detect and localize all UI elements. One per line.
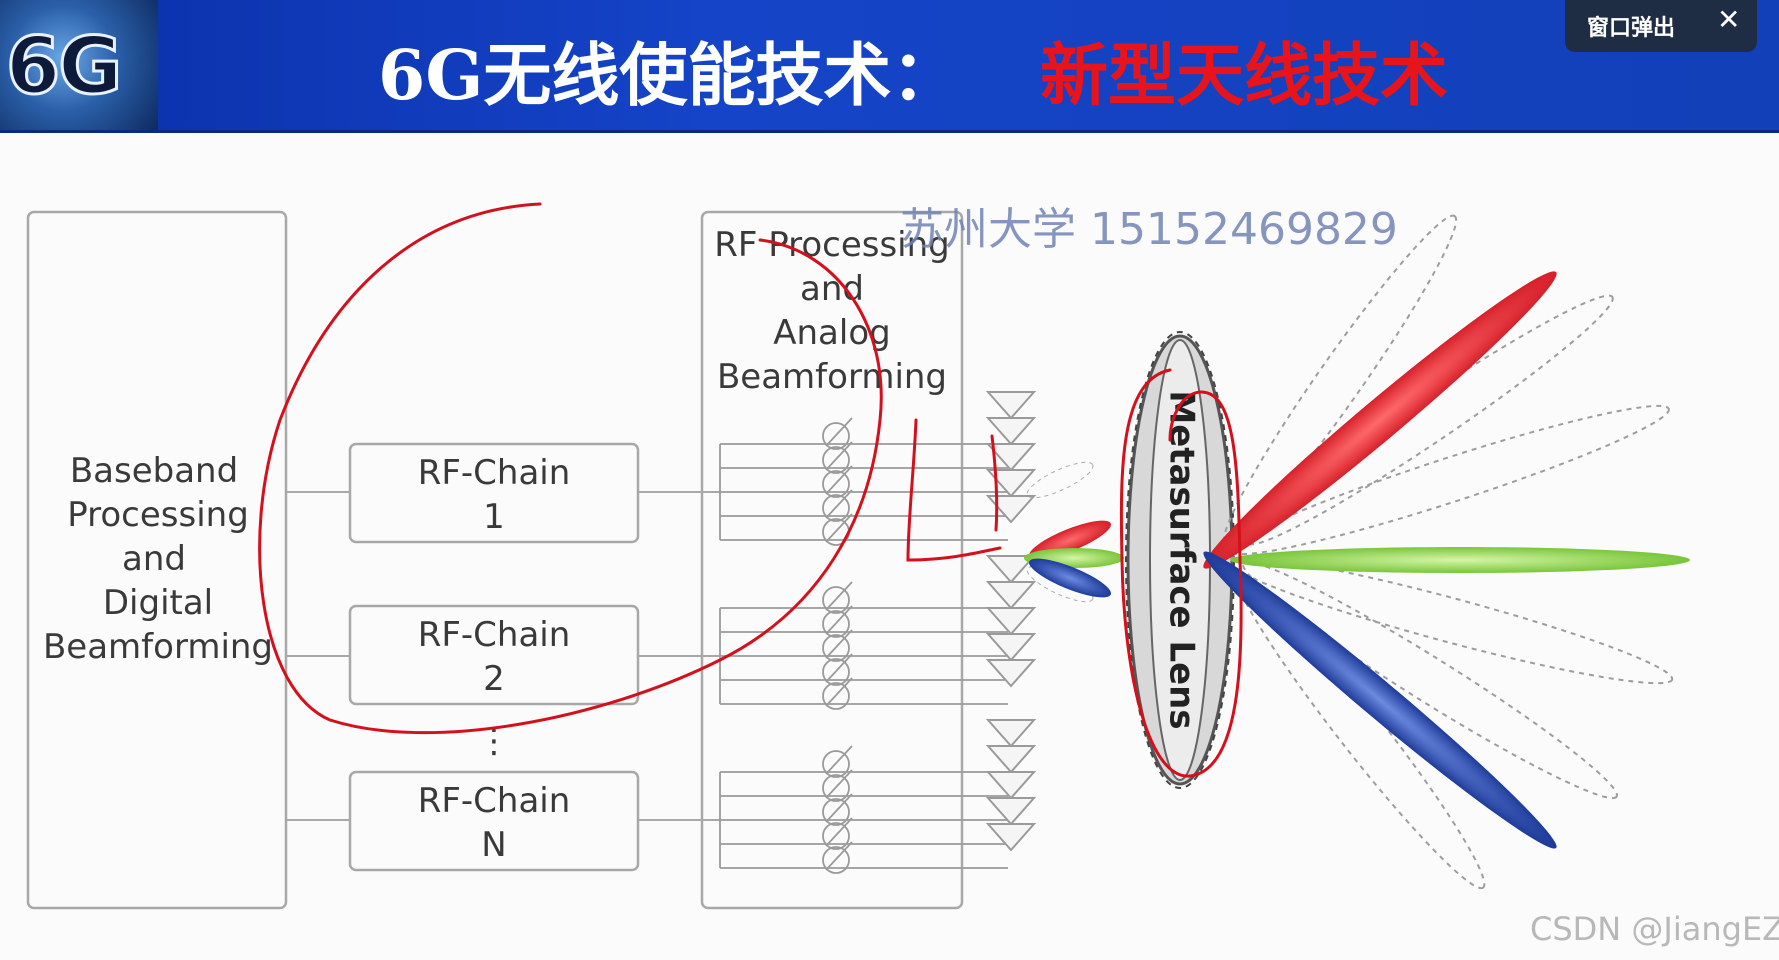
logo-text: 6G <box>4 21 123 114</box>
popout-window-button[interactable]: 窗口弹出 ✕ <box>1565 0 1757 52</box>
baseband-label-line-1: Baseband <box>70 451 238 491</box>
watermark-text: 苏州大学 15152469829 <box>900 204 1398 255</box>
antenna-architecture-diagram: Baseband Processing and Digital Beamform… <box>0 132 1779 960</box>
rf-processing-box <box>700 210 964 910</box>
rf-chain-2-index: 2 <box>483 659 505 699</box>
array-radiation-lobes <box>1024 461 1124 603</box>
popout-label[interactable]: 窗口弹出 <box>1587 16 1676 41</box>
baseband-box <box>26 210 288 910</box>
baseband-label-line-2: Processing <box>67 495 249 535</box>
phase-shifter-group-n <box>719 745 1008 874</box>
slide-title: 6G无线使能技术： <box>378 36 960 116</box>
rf-processing-label-line-1: RF Processing <box>714 225 950 265</box>
lens-label: Metasurface Lens <box>1162 390 1202 729</box>
phase-shifter-group-2 <box>719 581 1008 710</box>
green-beam <box>1230 547 1690 573</box>
rf-chain-n-index: N <box>481 825 506 865</box>
antenna-array <box>985 391 1037 852</box>
rf-chain-1-name: RF-Chain <box>418 453 571 493</box>
baseband-label-line-4: Digital <box>103 583 213 623</box>
close-icon[interactable]: ✕ <box>1717 3 1741 36</box>
6g-logo: 6G <box>0 0 158 130</box>
rf-chain-n-name: RF-Chain <box>418 781 571 821</box>
blue-beam <box>1203 551 1557 849</box>
slide-header: 6G 6G无线使能技术： 新型天线技术 <box>0 0 1779 133</box>
rf-chain-1-index: 1 <box>483 497 505 537</box>
red-beam <box>1203 271 1557 569</box>
metasurface-lens: Metasurface Lens <box>1125 331 1235 789</box>
dashed-beam-fan <box>1222 214 1674 890</box>
rf-chain-2-name: RF-Chain <box>418 615 571 655</box>
hand-drawn-annotation <box>258 202 1243 778</box>
baseband-label-line-5: Beamforming <box>43 627 273 667</box>
csdn-watermark: CSDN @JiangEZ <box>1530 910 1779 948</box>
slide-title-highlight: 新型天线技术 <box>1040 36 1449 116</box>
phase-shifter-group-1 <box>719 417 1008 546</box>
baseband-label-line-3: and <box>122 539 186 579</box>
rf-processing-label-line-4: Beamforming <box>717 357 947 397</box>
